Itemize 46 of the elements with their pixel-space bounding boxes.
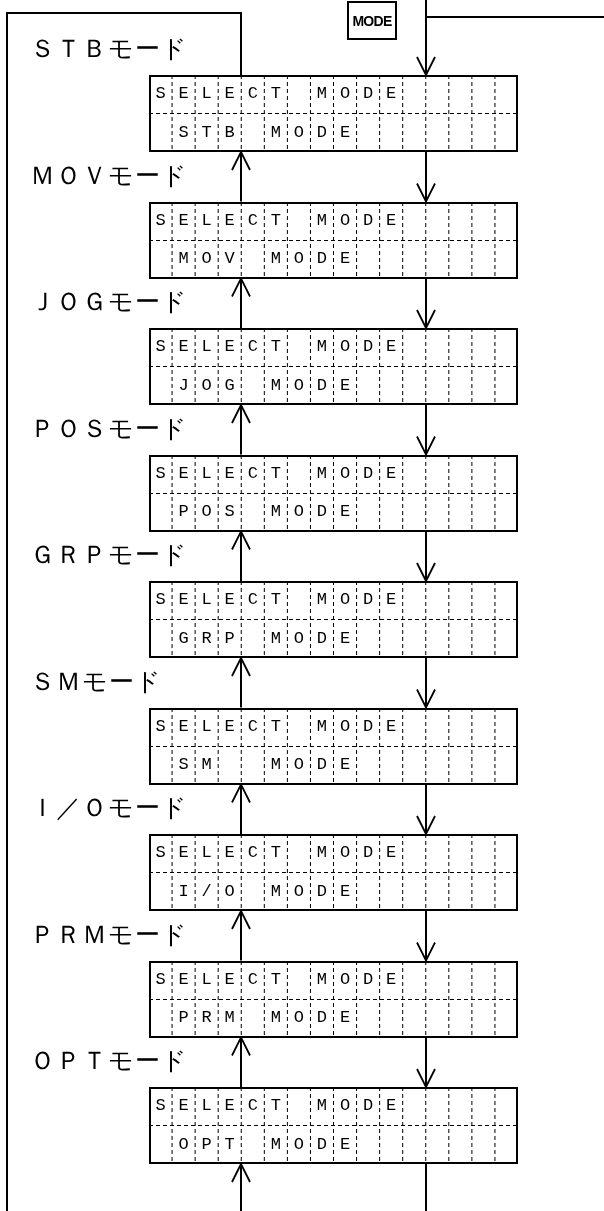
lcd-text: SELECT MODE: [155, 210, 410, 231]
arrow: [416, 657, 436, 709]
arrow: [416, 0, 436, 76]
lcd-text: SELECT MODE: [155, 1096, 410, 1116]
mode-key: MODE: [347, 1, 397, 40]
lcd-text: OPT MODE: [178, 1134, 363, 1155]
arrow: [231, 1036, 251, 1088]
lcd-text: SM MODE: [178, 755, 363, 775]
lcd-display: [149, 328, 518, 405]
arrow: [416, 277, 436, 329]
arrow: [231, 151, 251, 203]
lcd-text: STB MODE: [178, 122, 363, 143]
lcd-text: MOV MODE: [178, 249, 363, 269]
arrow: [231, 783, 251, 835]
arrow: [231, 277, 251, 329]
lcd-display: [149, 834, 518, 911]
lcd-display: [149, 1087, 518, 1164]
arrow: [416, 910, 436, 962]
lcd-text: SELECT MODE: [155, 590, 410, 610]
lcd-display: [149, 960, 518, 1038]
arrow: [231, 530, 251, 582]
lcd-text: SELECT MODE: [155, 843, 410, 863]
lcd-display: [149, 75, 518, 152]
arrow: [231, 404, 251, 456]
lcd-text: POS MODE: [178, 502, 363, 522]
arrow: [416, 1036, 436, 1088]
lcd-text: SELECT MODE: [155, 716, 410, 737]
arrow: [231, 657, 251, 709]
lcd-text: SELECT MODE: [155, 337, 410, 357]
arrow: [416, 404, 436, 456]
lcd-display: [149, 707, 518, 785]
lcd-text: SELECT MODE: [155, 84, 410, 104]
arrow: [416, 151, 436, 203]
lcd-display: [149, 581, 518, 658]
lcd-text: SELECT MODE: [155, 463, 410, 484]
lcd-text: I/O MODE: [178, 881, 363, 902]
lcd-text: SELECT MODE: [155, 969, 410, 990]
arrow: [231, 910, 251, 962]
arrow: [416, 530, 436, 582]
lcd-text: GRP MODE: [178, 628, 363, 649]
arrow: [416, 783, 436, 835]
lcd-text: PRM MODE: [178, 1008, 363, 1028]
lcd-text: JOG MODE: [178, 375, 363, 396]
lcd-display: [149, 201, 518, 279]
lcd-display: [149, 454, 518, 532]
arrow: [231, 1163, 251, 1211]
